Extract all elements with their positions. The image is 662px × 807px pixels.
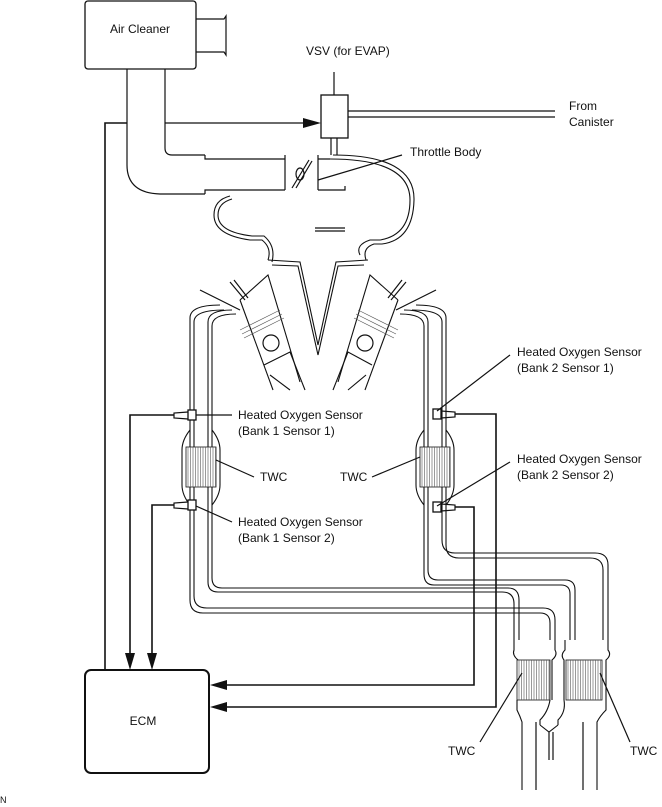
b2s2-label-1: Heated Oxygen Sensor <box>517 452 642 466</box>
air-cleaner: Air Cleaner <box>84 0 227 70</box>
b2s2-label-2: (Bank 2 Sensor 2) <box>517 468 614 482</box>
lower-exhaust <box>512 640 611 790</box>
twc-lower-right-catalyst <box>565 659 603 701</box>
bank1-exhaust-pipe <box>181 304 556 640</box>
signal-wiring <box>104 122 497 712</box>
twc-bank1-catalyst <box>185 446 217 488</box>
b2s2-leader <box>436 461 511 507</box>
intake-plenum <box>213 154 415 263</box>
twc-lower-left-leader <box>479 672 523 743</box>
intake-duct <box>126 69 346 195</box>
bank2-exhaust-pipe <box>399 304 609 640</box>
b1s1-label-1: Heated Oxygen Sensor <box>238 408 363 422</box>
twc-lower-left-catalyst <box>516 659 551 701</box>
twc-bank1-leader <box>215 459 255 478</box>
vsv-valve: VSV (for EVAP) From Canister <box>306 44 614 155</box>
twc-bank2-catalyst <box>419 446 451 488</box>
vsv-signal-arrow <box>165 118 321 128</box>
engine-block <box>199 259 437 391</box>
b2s1-label-2: (Bank 2 Sensor 1) <box>517 361 614 375</box>
throttle-body-label: Throttle Body <box>410 145 481 159</box>
twc-bank1-label: TWC <box>260 470 288 484</box>
o2-sensor-b2s1 <box>432 408 456 420</box>
b1s2-leader <box>195 505 233 523</box>
throttle-valve-icon <box>291 159 313 189</box>
ecm-label: ECM <box>130 714 157 728</box>
b1s2-label-2: (Bank 1 Sensor 2) <box>238 531 335 545</box>
b2s1-label-1: Heated Oxygen Sensor <box>517 345 642 359</box>
twc-bank2-label: TWC <box>340 470 368 484</box>
o2-sensor-b1s1 <box>173 409 197 421</box>
b2s1-leader <box>436 354 511 412</box>
from-canister-label-1: From <box>569 99 597 113</box>
air-cleaner-label: Air Cleaner <box>110 22 170 36</box>
o2-sensor-b1s2 <box>173 499 197 511</box>
twc-lower-right-leader <box>599 672 631 743</box>
ecm-unit: ECM <box>84 669 210 774</box>
o2-sensor-b2s2 <box>432 501 456 513</box>
twc-lower-left-label: TWC <box>448 744 476 758</box>
twc-bank2-leader <box>371 456 421 478</box>
b1s1-label-2: (Bank 1 Sensor 1) <box>238 424 335 438</box>
corner-mark: N <box>0 795 7 805</box>
vsv-label: VSV (for EVAP) <box>306 44 390 58</box>
throttle-body-leader <box>317 154 403 181</box>
twc-lower-right-label: TWC <box>630 744 658 758</box>
from-canister-label-2: Canister <box>569 115 614 129</box>
b1s2-label-1: Heated Oxygen Sensor <box>238 515 363 529</box>
